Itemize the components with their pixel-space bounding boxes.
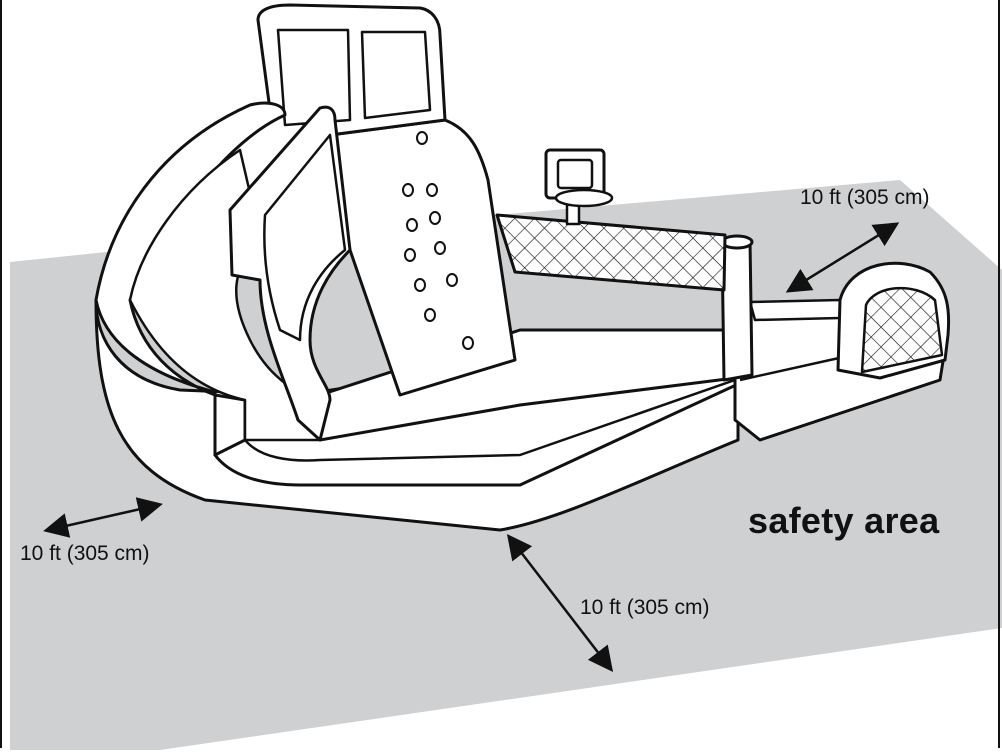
climbing-wall bbox=[328, 118, 517, 397]
dimension-label-top-right: 10 ft (305 cm) bbox=[800, 186, 930, 209]
dimension-arrows bbox=[43, 222, 900, 672]
dimension-label-front: 10 ft (305 cm) bbox=[580, 596, 710, 619]
inflatable-water-park bbox=[94, 3, 951, 532]
net-wall bbox=[495, 213, 727, 292]
net-post bbox=[720, 238, 754, 382]
dim-arrow-front bbox=[506, 534, 614, 672]
dim-arrow-top-right bbox=[785, 222, 900, 293]
dim-arrow-left bbox=[43, 497, 163, 538]
safety-area-label: safety area bbox=[748, 500, 940, 541]
dimension-label-left: 10 ft (305 cm) bbox=[20, 542, 150, 565]
